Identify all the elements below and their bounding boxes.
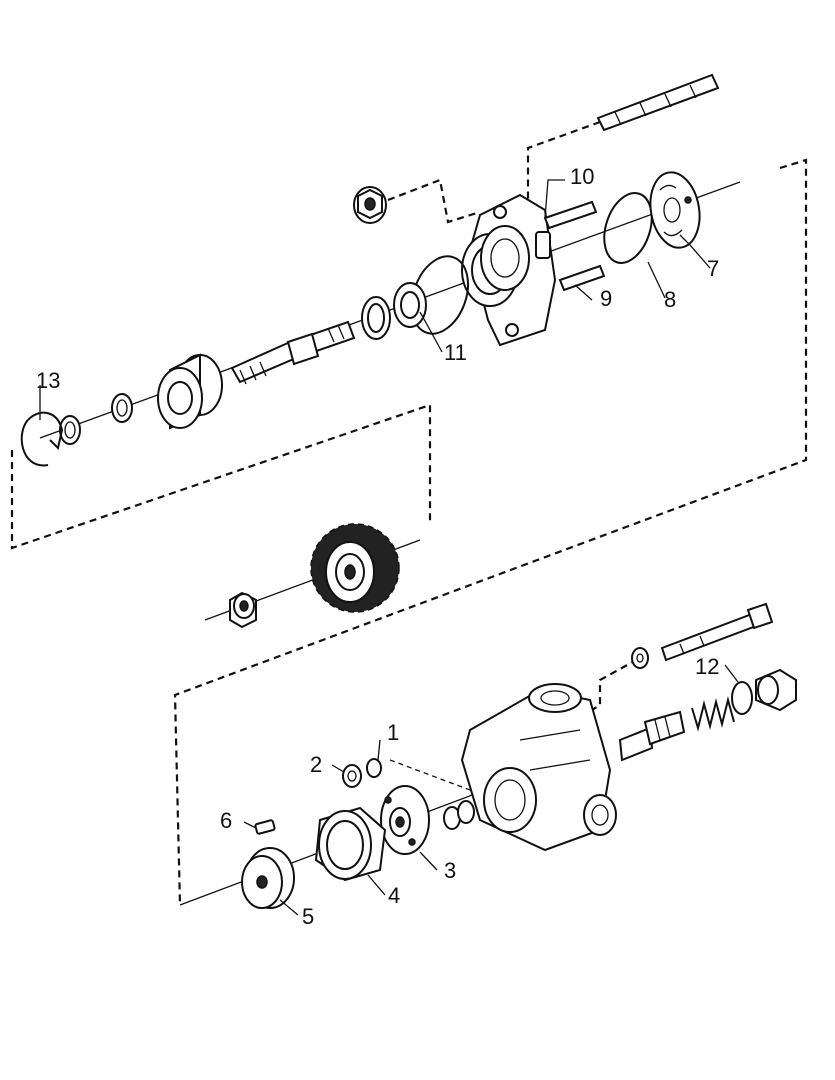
pump-housing-upper xyxy=(461,193,557,347)
snap-ring xyxy=(59,415,81,445)
circlip-13 xyxy=(20,411,64,467)
vane-6 xyxy=(254,819,276,835)
pressure-plate-7 xyxy=(649,171,701,249)
retaining-ring-upper xyxy=(361,296,391,340)
label-12: 12 xyxy=(695,654,719,679)
long-bolt xyxy=(660,602,774,662)
gear-nut xyxy=(229,591,257,629)
label-10: 10 xyxy=(570,164,594,189)
valve-spring xyxy=(691,696,735,732)
cam-ring-4 xyxy=(314,806,387,882)
o-ring-12 xyxy=(731,681,753,715)
drive-shaft xyxy=(230,320,356,385)
small-seal xyxy=(443,800,475,830)
label-1: 1 xyxy=(387,720,399,745)
leader-lines xyxy=(39,179,739,916)
rotor-5 xyxy=(241,847,295,909)
end-plate-3 xyxy=(380,785,430,855)
stud-bolt xyxy=(596,73,720,132)
label-13: 13 xyxy=(36,368,60,393)
label-9: 9 xyxy=(600,286,612,311)
label-7: 7 xyxy=(707,256,719,281)
flange-nut-top xyxy=(353,186,387,224)
bolt-washer xyxy=(631,647,649,669)
part-labels: 10 7 8 9 11 13 1 2 12 6 3 4 5 xyxy=(36,164,719,929)
label-6: 6 xyxy=(220,808,232,833)
label-11: 11 xyxy=(444,340,467,365)
shaft-seal xyxy=(393,282,427,328)
valve-plug xyxy=(755,668,797,712)
drive-gear xyxy=(310,523,400,613)
dowel-pins xyxy=(543,200,606,292)
pump-housing-lower xyxy=(460,683,617,852)
label-5: 5 xyxy=(302,904,314,929)
label-4: 4 xyxy=(388,883,400,908)
ball-bearing xyxy=(157,353,223,430)
label-3: 3 xyxy=(444,858,456,883)
washer-2 xyxy=(342,764,362,788)
o-ring-1 xyxy=(366,758,382,778)
relief-valve xyxy=(618,710,686,762)
o-ring-8 xyxy=(603,192,653,264)
label-8: 8 xyxy=(664,287,676,312)
label-2: 2 xyxy=(310,752,322,777)
spacer-ring xyxy=(111,393,133,423)
